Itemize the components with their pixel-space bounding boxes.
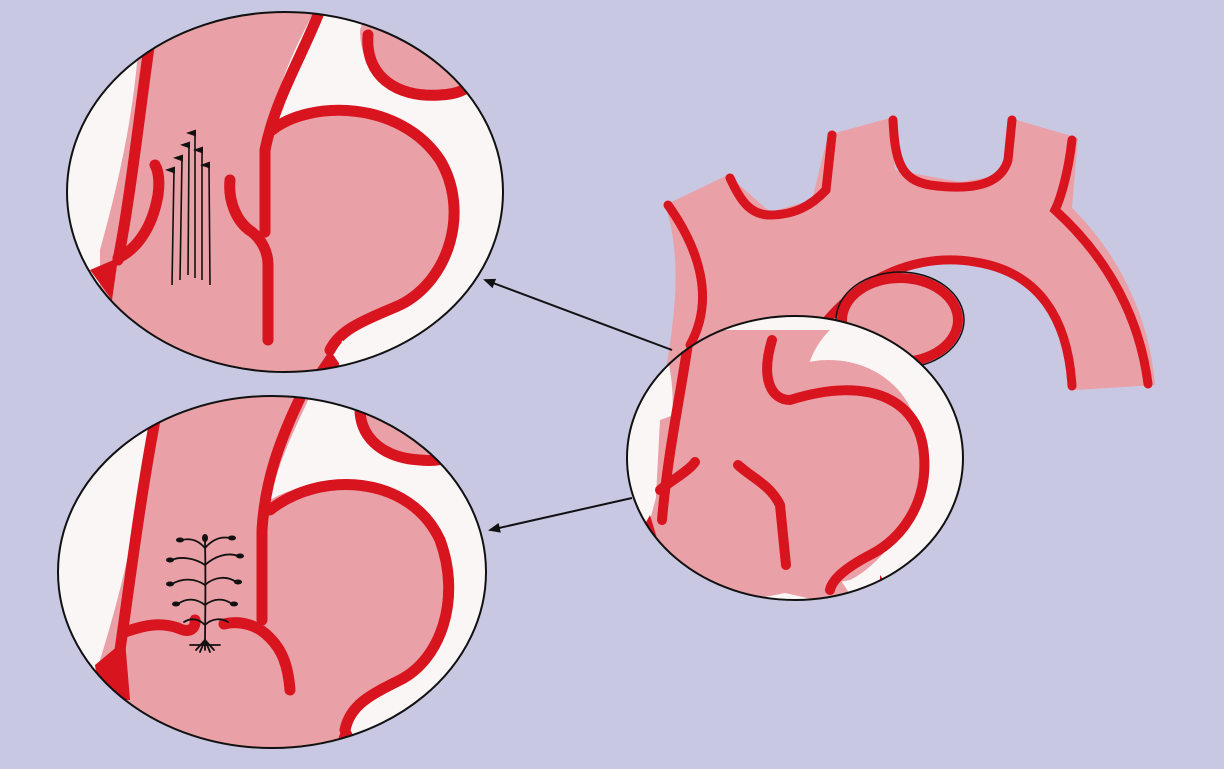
zoom-upper-circle	[66, 11, 504, 373]
arch-walls	[663, 115, 1153, 391]
focus-region	[627, 316, 963, 600]
zoom-lower-circle	[57, 395, 487, 749]
flow-arrows-icon	[165, 129, 211, 286]
aortic-arch-overview	[626, 115, 1155, 601]
pointer-arrow-icon	[488, 497, 633, 533]
focus-circle	[626, 315, 964, 601]
branching-growth-icon	[166, 534, 244, 607]
pointer-arrow-icon	[483, 278, 673, 351]
zoom-lower-plaque-growth	[57, 395, 487, 749]
branching-growth-icon	[171, 536, 239, 653]
zoom-upper-flow-arrows	[66, 11, 504, 373]
